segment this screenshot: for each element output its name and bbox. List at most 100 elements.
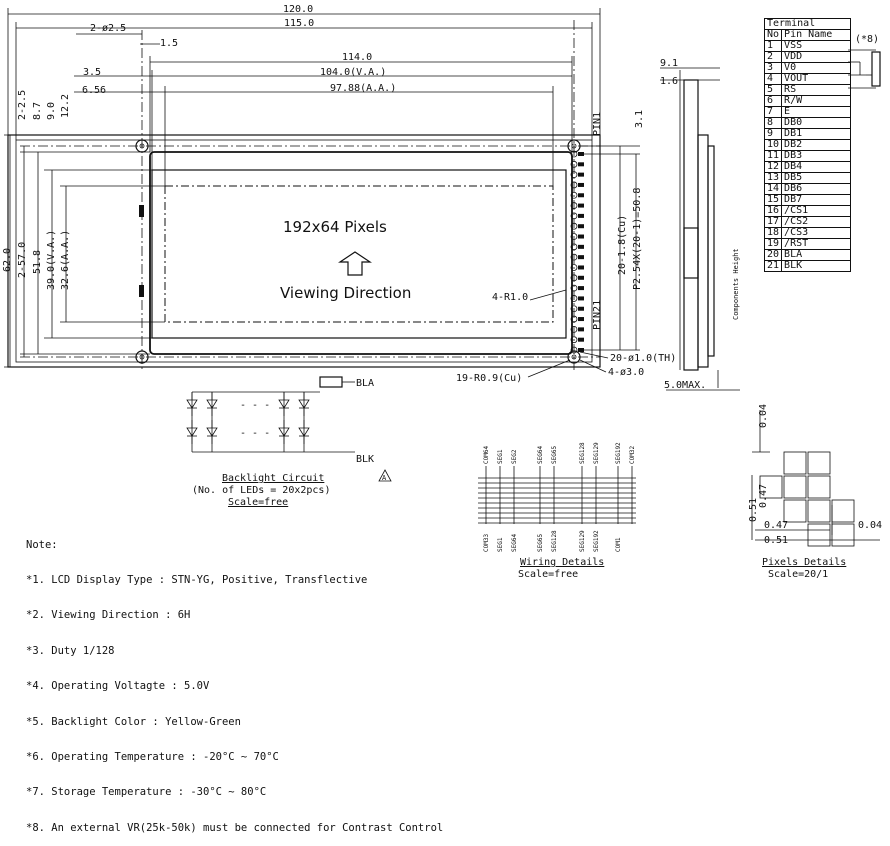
svg-text:Wiring Details: Wiring Details	[520, 557, 604, 568]
pin-number: 4	[763, 73, 783, 85]
pin-name: DB2	[781, 139, 852, 151]
svg-text:97.88(A.A.): 97.88(A.A.)	[330, 83, 396, 94]
left-dimensions: 62.0 2-57.0 51.8 39.0(V.A.) 32.6(A.A.) 2…	[2, 90, 165, 368]
pin-name: DB6	[781, 183, 852, 195]
active-area	[164, 185, 554, 323]
wiring-bottom-label: SEG65	[537, 534, 544, 552]
pin-name: /CS1	[781, 205, 852, 217]
note-8: *8. An external VR(25k-50k) must be conn…	[26, 821, 444, 834]
svg-text:120.0: 120.0	[283, 4, 313, 15]
wiring-bottom-label: SEG192	[593, 530, 600, 552]
svg-text:0.04: 0.04	[758, 404, 769, 428]
pin-pad	[570, 243, 578, 251]
pin-name: /CS3	[781, 227, 852, 239]
svg-text:4-ø3.0: 4-ø3.0	[608, 367, 644, 378]
notes-heading: Note:	[26, 538, 58, 551]
svg-text:Pixels Details: Pixels Details	[762, 557, 846, 568]
svg-text:20-1.8(Cu): 20-1.8(Cu)	[617, 215, 628, 275]
terminal-header-no: No	[763, 29, 783, 41]
backlight-circuit: BLA BLK	[186, 376, 392, 508]
pin-name: DB1	[781, 128, 852, 140]
note-5: *5. Backlight Color : Yellow-Green	[26, 715, 241, 728]
note-4: *4. Operating Voltagte : 5.0V	[26, 680, 210, 693]
pin-name: DB4	[781, 161, 852, 173]
pixel-cell	[807, 499, 831, 523]
terminal-row: 16/CS1	[763, 205, 852, 217]
pin-number: 3	[763, 62, 783, 74]
pin-column	[570, 150, 584, 354]
pin-pad	[570, 171, 578, 179]
svg-text:0.47: 0.47	[758, 484, 769, 508]
note-2: *2. Viewing Direction : 6H	[26, 609, 191, 622]
pin-pad	[570, 305, 578, 313]
pin-pad	[570, 284, 578, 292]
pin-pad	[570, 212, 578, 220]
wiring-top-label: SEG1	[497, 449, 504, 464]
side-pins	[707, 145, 715, 357]
svg-text:0.51: 0.51	[764, 535, 788, 546]
svg-text:A: A	[382, 474, 387, 482]
wiring-top-label: SEG128	[579, 442, 586, 464]
contrast-vr: (*8)	[848, 34, 881, 89]
pin-name: RS	[781, 84, 852, 96]
svg-text:4-R1.0: 4-R1.0	[492, 292, 528, 303]
svg-text:6.56: 6.56	[82, 85, 106, 96]
svg-text:19-R0.9(Cu): 19-R0.9(Cu)	[456, 373, 522, 384]
top-dimensions: 120.0 115.0 2-ø2.5 1.5 114.0 3.5 104.0(V…	[7, 4, 601, 186]
pin-pad	[570, 160, 578, 168]
svg-text:2-2.5: 2-2.5	[17, 90, 28, 120]
terminal-row: 18/CS3	[763, 227, 852, 239]
mount-hole-bl	[135, 350, 149, 364]
svg-text:(*8): (*8)	[855, 34, 879, 45]
svg-text:3.1: 3.1	[634, 110, 645, 128]
pin-pad	[570, 336, 578, 344]
pin-name: /CS2	[781, 216, 852, 228]
svg-text:9.1: 9.1	[660, 58, 678, 69]
pin-name: DB5	[781, 172, 852, 184]
pin-pad	[570, 264, 578, 271]
svg-text:0.51: 0.51	[748, 498, 759, 522]
warning-triangle-icon: A	[378, 469, 392, 482]
pin-number: 6	[763, 95, 783, 107]
pin-number: 11	[763, 150, 783, 162]
pin-number: 16	[763, 205, 783, 217]
mount-hole-br	[567, 350, 581, 364]
side-glass	[683, 79, 699, 371]
pin-name: VOUT	[781, 73, 852, 85]
viewing-arrow-icon	[338, 251, 372, 276]
pin-name: /RST	[781, 238, 852, 250]
wiring-top-label: COM32	[629, 446, 636, 464]
pin-number: 5	[763, 84, 783, 96]
pin-number: 12	[763, 161, 783, 173]
pin-number: 2	[763, 51, 783, 63]
pin1-label: PIN1	[592, 112, 603, 136]
svg-text:- - -: - - -	[240, 428, 270, 439]
pin-pad	[570, 222, 578, 230]
pin-pad	[570, 325, 578, 333]
svg-text:115.0: 115.0	[284, 18, 314, 29]
pin-pad	[570, 346, 578, 354]
svg-text:1.5: 1.5	[160, 38, 178, 49]
pin-pad	[570, 233, 578, 240]
pin-number: 15	[763, 194, 783, 206]
svg-text:- - -: - - -	[240, 400, 270, 411]
pin-number: 18	[763, 227, 783, 239]
pixel-cell	[783, 499, 807, 523]
pixel-cell	[807, 451, 831, 475]
note-7: *7. Storage Temperature : -30°C ~ 80°C	[26, 786, 267, 799]
pin-pad	[570, 181, 578, 189]
pin-pad	[570, 253, 578, 261]
svg-text:Backlight Circuit: Backlight Circuit	[222, 473, 324, 484]
side-pcb	[697, 134, 709, 368]
svg-text:39.0(V.A.): 39.0(V.A.)	[46, 230, 57, 290]
pin-name: DB0	[781, 117, 852, 129]
pixel-cell	[831, 523, 855, 547]
right-dimensions: 3.1 20-1.8(Cu) P2.54X(20-1)=50.8 PIN1 PI…	[456, 110, 706, 391]
wiring-top-label: COM64	[483, 446, 490, 464]
side-view: 9.1 1.6 Components Height	[660, 58, 740, 391]
wiring-bottom-label: COM1	[615, 537, 622, 552]
